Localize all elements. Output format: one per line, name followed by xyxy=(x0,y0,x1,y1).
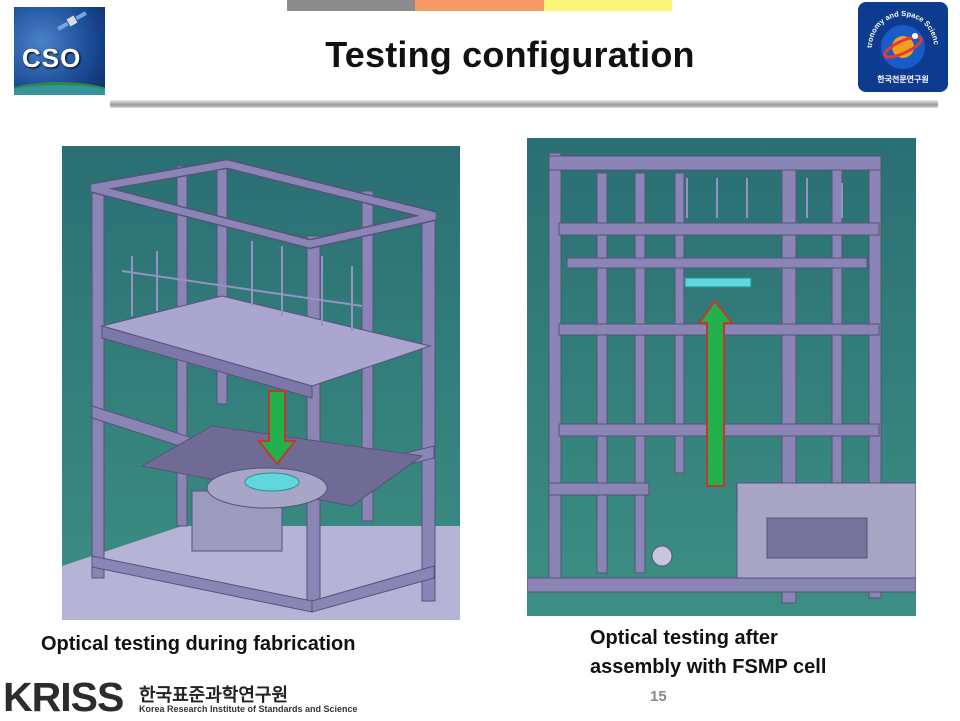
cso-logo: CSO xyxy=(14,7,105,95)
fsmp-assembly-test-render xyxy=(527,138,916,616)
page-title: Testing configuration xyxy=(325,34,695,75)
caption-fabrication: Optical testing during fabrication xyxy=(41,633,356,655)
top-bar-yellow xyxy=(544,0,672,11)
kasi-logo-korean: 한국천문연구원 xyxy=(877,74,929,84)
caption-assembly-line2: assembly with FSMP cell xyxy=(590,656,827,678)
fabrication-test-render xyxy=(62,146,460,620)
kasi-logo: Korea Astronomy and Space Science Instit… xyxy=(855,0,948,92)
caption-assembly-line1: Optical testing after xyxy=(590,627,778,649)
kriss-logo-wordmark: KRISS xyxy=(3,674,124,720)
top-bar-gray xyxy=(287,0,415,11)
kriss-logo-english: Korea Research Institute of Standards an… xyxy=(139,704,358,714)
page-number: 15 xyxy=(650,688,667,705)
kriss-logo-korean: 한국표준과학연구원 xyxy=(139,685,289,706)
title-divider xyxy=(110,100,938,108)
cso-logo-text: CSO xyxy=(22,43,82,73)
top-bar-orange xyxy=(415,0,544,11)
